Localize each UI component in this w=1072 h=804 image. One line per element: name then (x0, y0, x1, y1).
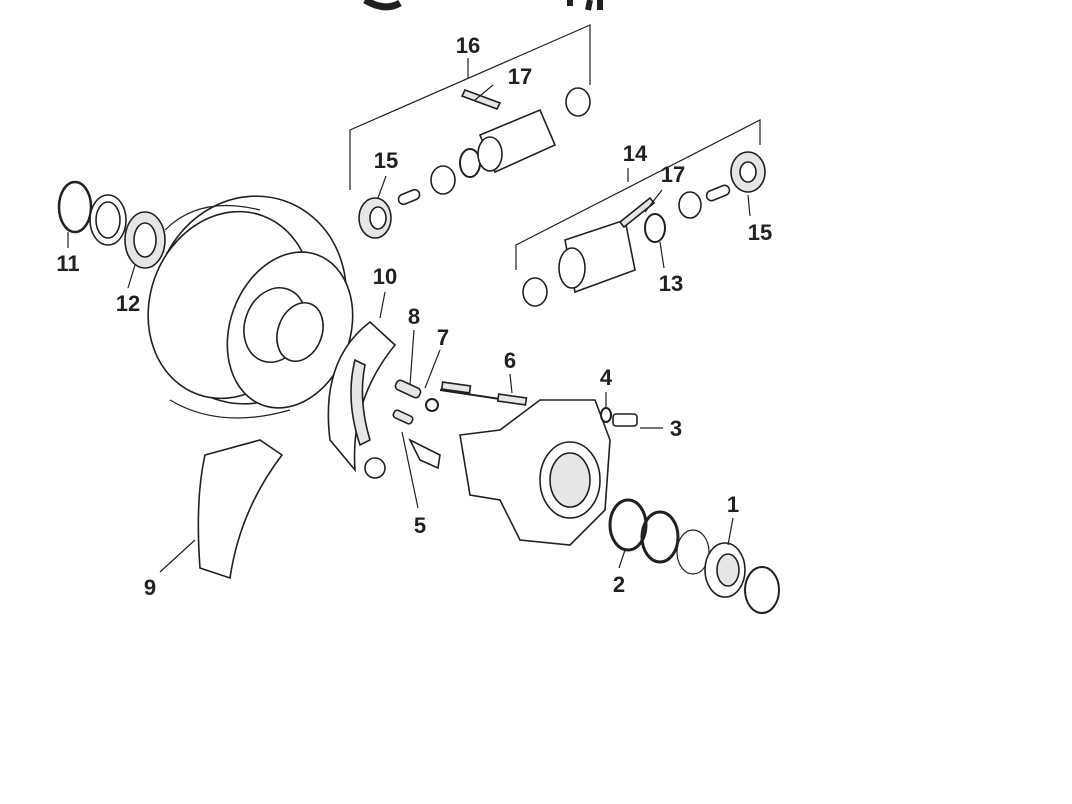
part-ring (676, 529, 710, 575)
wheel-cylinder-lower (522, 151, 766, 307)
part-3-bolt (612, 413, 638, 427)
brake-drum (147, 195, 354, 419)
part-5-adjuster (408, 438, 441, 470)
callout-17-upper: 17 (508, 64, 532, 89)
callout-6: 6 (504, 348, 516, 373)
callout-14: 14 (623, 141, 648, 166)
callout-4: 4 (600, 365, 613, 390)
part-7-clip (425, 398, 439, 412)
callout-1: 1 (727, 492, 739, 517)
wheel-cylinder-upper (358, 87, 591, 239)
callout-17-lower: 17 (661, 162, 685, 187)
callout-12: 12 (116, 291, 140, 316)
part-9-lining (197, 439, 284, 580)
part-5-bolt (392, 409, 414, 425)
part-8-pin (394, 379, 422, 399)
callout-2: 2 (613, 572, 625, 597)
part-snap-ring (744, 566, 780, 614)
part-10-brake-shoe (327, 320, 397, 479)
callout-3: 3 (670, 416, 682, 441)
bracket-14 (515, 119, 761, 270)
title-fragment (567, 0, 603, 11)
bracket-16 (349, 24, 591, 190)
callout-9: 9 (144, 575, 156, 600)
part-2-ring (640, 510, 680, 564)
callout-5: 5 (414, 513, 426, 538)
callout-13: 13 (659, 271, 683, 296)
part-6-spring (439, 381, 528, 406)
callout-11: 11 (56, 251, 79, 276)
hub-carrier (459, 399, 611, 546)
callout-10: 10 (373, 264, 397, 289)
title-fragment (363, 0, 402, 11)
callout-7: 7 (437, 325, 449, 350)
callout-16: 16 (456, 33, 480, 58)
part-4-washer (600, 407, 612, 423)
part-11-snap-ring (57, 180, 127, 246)
part-12-spline-washer (124, 211, 166, 269)
callout-8: 8 (408, 304, 420, 329)
callout-15-lower: 15 (748, 220, 772, 245)
callout-15-upper: 15 (374, 148, 398, 173)
part-2-seal (608, 498, 648, 552)
